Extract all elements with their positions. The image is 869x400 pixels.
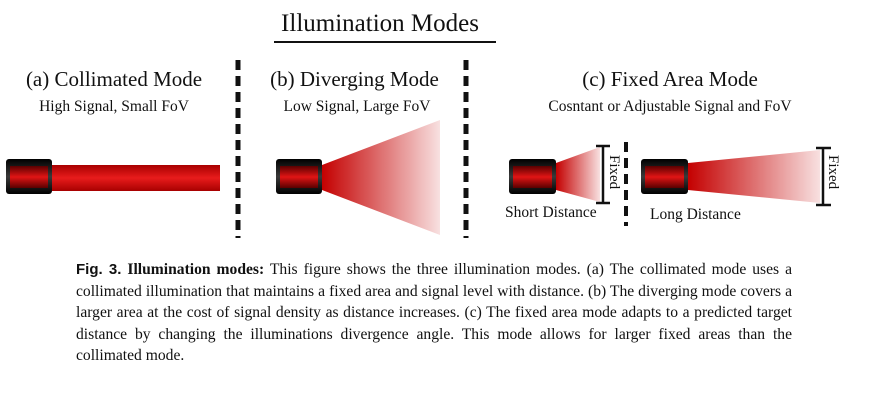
figure-title: Illumination Modes [281,10,479,37]
mode-a-title: (a) Collimated Mode [25,67,203,91]
diverging-emitter [276,120,440,235]
long-distance-label: Long Distance [650,206,741,223]
mode-b-title: (b) Diverging Mode [270,67,439,91]
mode-a-subtitle: High Signal, Small FoV [39,98,189,115]
mode-b-subtitle: Low Signal, Large FoV [283,98,431,115]
fixed-label-short: Fixed [606,155,622,190]
fixed-long-emitter: Fixed [641,146,841,207]
fixed-long-beam [688,150,820,203]
caption-fig-label: Fig. 3. [76,261,122,278]
title-underline [274,41,496,43]
collimated-beam [52,165,220,191]
mode-c-title: (c) Fixed Area Mode [582,67,758,91]
caption-heading: Illumination modes: [127,261,265,278]
short-distance-label: Short Distance [505,204,597,221]
figure-caption: Fig. 3. Illumination modes: This figure … [76,259,792,367]
diverging-beam [322,120,440,235]
collimated-emitter [6,159,220,194]
fixed-label-long: Fixed [825,155,841,190]
fixed-bracket-long [816,146,831,207]
fixed-short-emitter: Fixed [509,144,622,205]
caption-body: This figure shows the three illumination… [76,261,792,364]
mode-c-subtitle: Cosntant or Adjustable Signal and FoV [548,98,792,115]
fixed-short-beam [556,147,600,202]
fixed-bracket-short [596,144,610,205]
